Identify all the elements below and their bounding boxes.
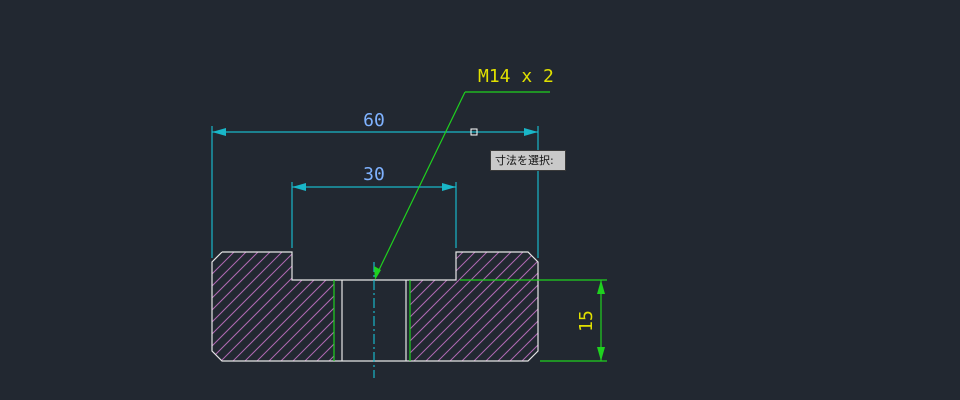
hatch-line	[212, 252, 309, 361]
hatch-line	[288, 252, 334, 361]
thread-lines[interactable]	[333, 280, 411, 361]
hatch-line	[566, 250, 681, 365]
hatch-line	[421, 252, 538, 361]
hatch-line	[373, 250, 488, 365]
hatch-line	[481, 252, 538, 361]
hatch-line	[290, 250, 405, 365]
hatch-line	[505, 252, 538, 361]
dimension-15-text: 15	[576, 310, 597, 332]
hatch-line	[554, 250, 669, 365]
hatch-line	[445, 250, 560, 365]
hatch-line	[240, 252, 334, 361]
hatch-line	[212, 252, 249, 361]
hatch-line	[361, 250, 476, 365]
hatch-line	[410, 252, 454, 361]
hatch-line	[85, 250, 200, 365]
hatch-line	[385, 250, 500, 365]
hatch-line	[212, 252, 261, 361]
hatch-line	[602, 250, 717, 365]
hatch-line	[252, 252, 334, 361]
dimension-60-text: 60	[363, 110, 385, 131]
hatch-line	[228, 252, 334, 361]
hatch-line	[614, 250, 729, 365]
hatch-line	[276, 252, 334, 361]
hatch-line	[626, 250, 741, 365]
thread-leader[interactable]	[374, 91, 550, 280]
hatch-line	[638, 250, 753, 365]
dimension-30[interactable]	[291, 182, 457, 248]
hatch-line	[457, 252, 538, 361]
dimension-60[interactable]	[211, 126, 539, 258]
hatch-line	[410, 252, 526, 361]
hatch-line	[212, 252, 237, 361]
hatch-line	[650, 250, 765, 365]
hatch-line	[590, 250, 705, 365]
hatch-line	[421, 250, 536, 365]
hatch-right	[290, 250, 765, 365]
hatch-line	[212, 252, 213, 361]
hatch-line	[409, 250, 524, 365]
hatch-line	[300, 252, 334, 361]
hatch-line	[410, 252, 430, 361]
hatch-line	[493, 252, 538, 361]
hatch-line	[433, 252, 538, 361]
hatch-line	[410, 252, 490, 361]
hatch-line	[410, 252, 514, 361]
hatch-line	[312, 252, 334, 361]
hatch-line	[212, 252, 225, 361]
hatch-line	[337, 250, 452, 365]
hatch-line	[212, 252, 285, 361]
hatch-line	[433, 250, 548, 365]
hatch-line	[410, 252, 442, 361]
part-outline[interactable]	[211, 251, 539, 362]
hatch-line	[410, 252, 478, 361]
hatch-line	[212, 252, 297, 361]
hatch-line	[216, 252, 333, 361]
hatch-line	[445, 252, 538, 361]
dimension-15[interactable]	[460, 279, 607, 362]
hatch-line	[264, 252, 334, 361]
hatch-line	[410, 252, 502, 361]
hatch-line	[212, 252, 321, 361]
dimension-30-text: 30	[363, 164, 385, 185]
hatch-line	[397, 250, 512, 365]
select-dimension-tooltip: 寸法を選択:	[490, 150, 566, 171]
grip-square-icon[interactable]	[470, 128, 478, 136]
hatch-line	[517, 252, 538, 361]
hatch-line	[529, 252, 538, 361]
hatch-left	[85, 250, 560, 365]
hatch-line	[469, 252, 538, 361]
hatch-line	[578, 250, 693, 365]
hatch-line	[212, 252, 273, 361]
hatch-line	[410, 252, 418, 361]
hatch-line	[410, 252, 466, 361]
thread-callout-text: M14 x 2	[478, 66, 554, 87]
